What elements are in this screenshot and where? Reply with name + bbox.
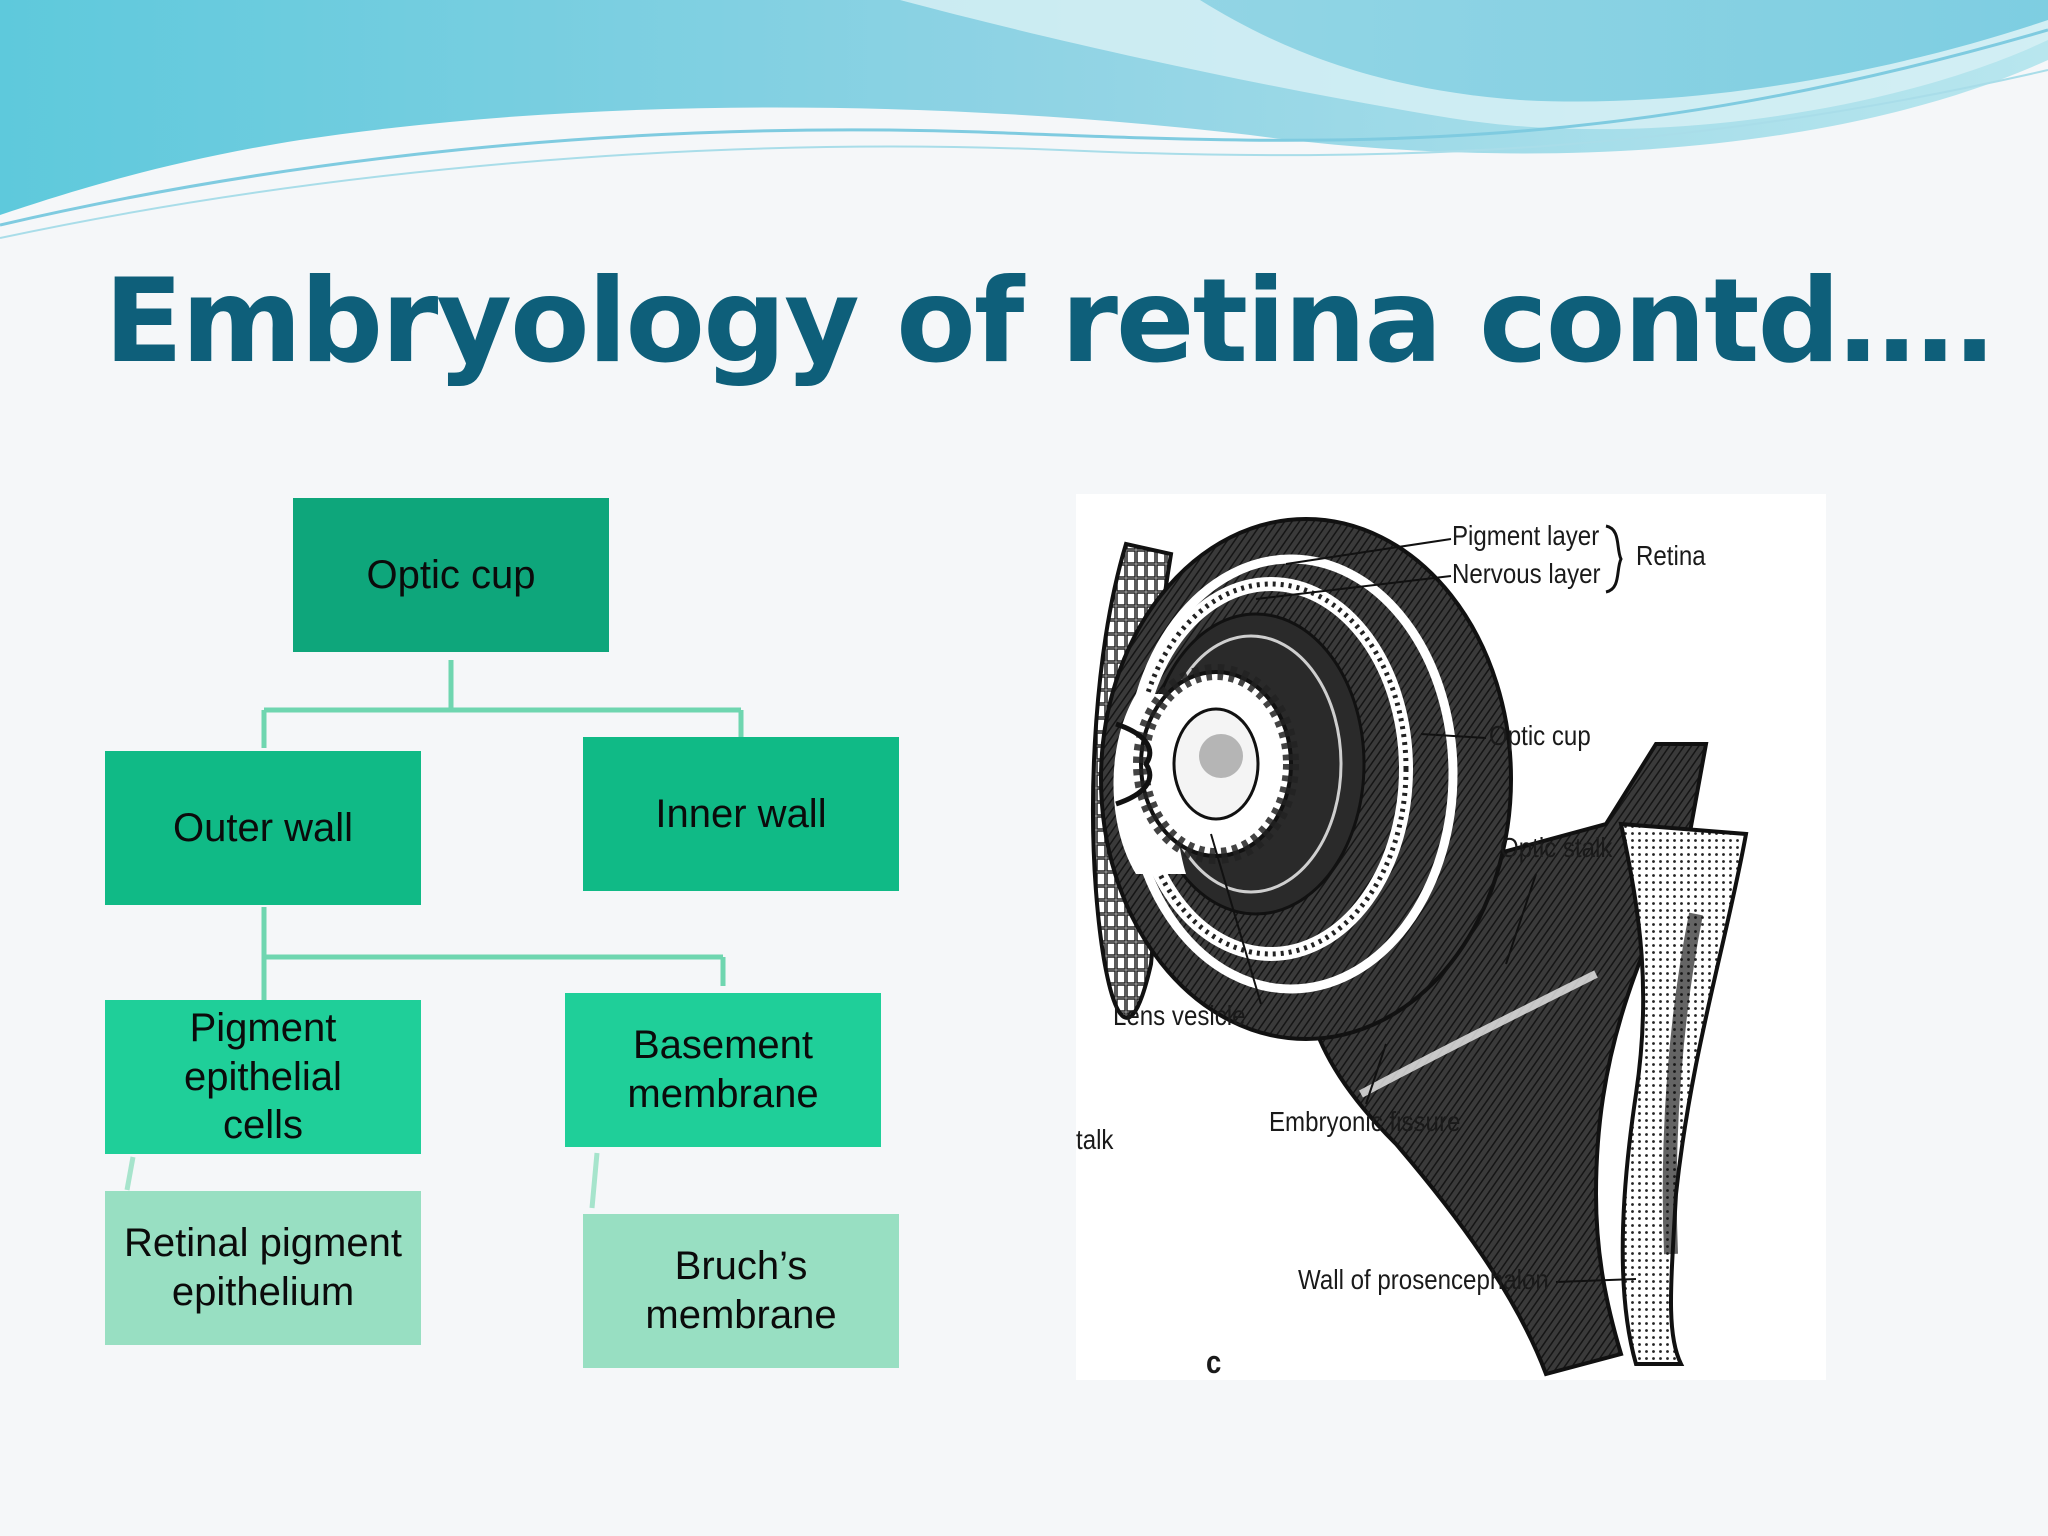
basement-membrane-label: Basement membrane [627, 1023, 819, 1116]
pigment-epithelial-cells-label: Pigment epithelial cells [184, 1005, 342, 1148]
outer-wall-box: Outer wall [105, 751, 421, 905]
inner-wall-label: Inner wall [655, 791, 827, 836]
label-embryonic-fissure: Embryonic fissure [1269, 1106, 1461, 1137]
slide-title: Embryology of retina contd…. [104, 254, 1997, 389]
label-optic-cup: Optic cup [1489, 720, 1591, 751]
outer-wall-label: Outer wall [172, 805, 354, 850]
bruchs-membrane-label: Bruch’s membrane [645, 1244, 837, 1337]
label-stalk-fragment: talk [1076, 1124, 1114, 1155]
optic-cup-box: Optic cup [293, 498, 609, 652]
bruchs-membrane-box: Bruch’s membrane [583, 1214, 899, 1368]
label-nervous-layer: Nervous layer [1452, 558, 1601, 589]
label-optic-stalk: Optic stalk [1500, 832, 1613, 863]
optic-cup-label: Optic cup [366, 552, 536, 597]
retinal-pigment-epithelium-label: Retinal pigment epithelium [124, 1221, 402, 1314]
pigment-epithelial-cells-box: Pigment epithelial cells [105, 1000, 421, 1154]
label-panel-letter: c [1206, 1344, 1222, 1380]
label-lens-vesicle: Lens vesicle [1113, 1000, 1246, 1031]
retinal-pigment-epithelium-box: Retinal pigment epithelium [105, 1191, 421, 1345]
basement-membrane-box: Basement membrane [565, 993, 881, 1147]
inner-wall-box: Inner wall [583, 737, 899, 891]
optic-cup-illustration: Pigment layer Nervous layer Retina Optic… [1076, 494, 1826, 1380]
label-pigment-layer: Pigment layer [1452, 520, 1600, 551]
label-wall-of-prosencephalon: Wall of prosencephalon [1298, 1264, 1549, 1295]
label-retina: Retina [1636, 540, 1706, 571]
optic-cup-drawing [1091, 517, 1749, 1377]
